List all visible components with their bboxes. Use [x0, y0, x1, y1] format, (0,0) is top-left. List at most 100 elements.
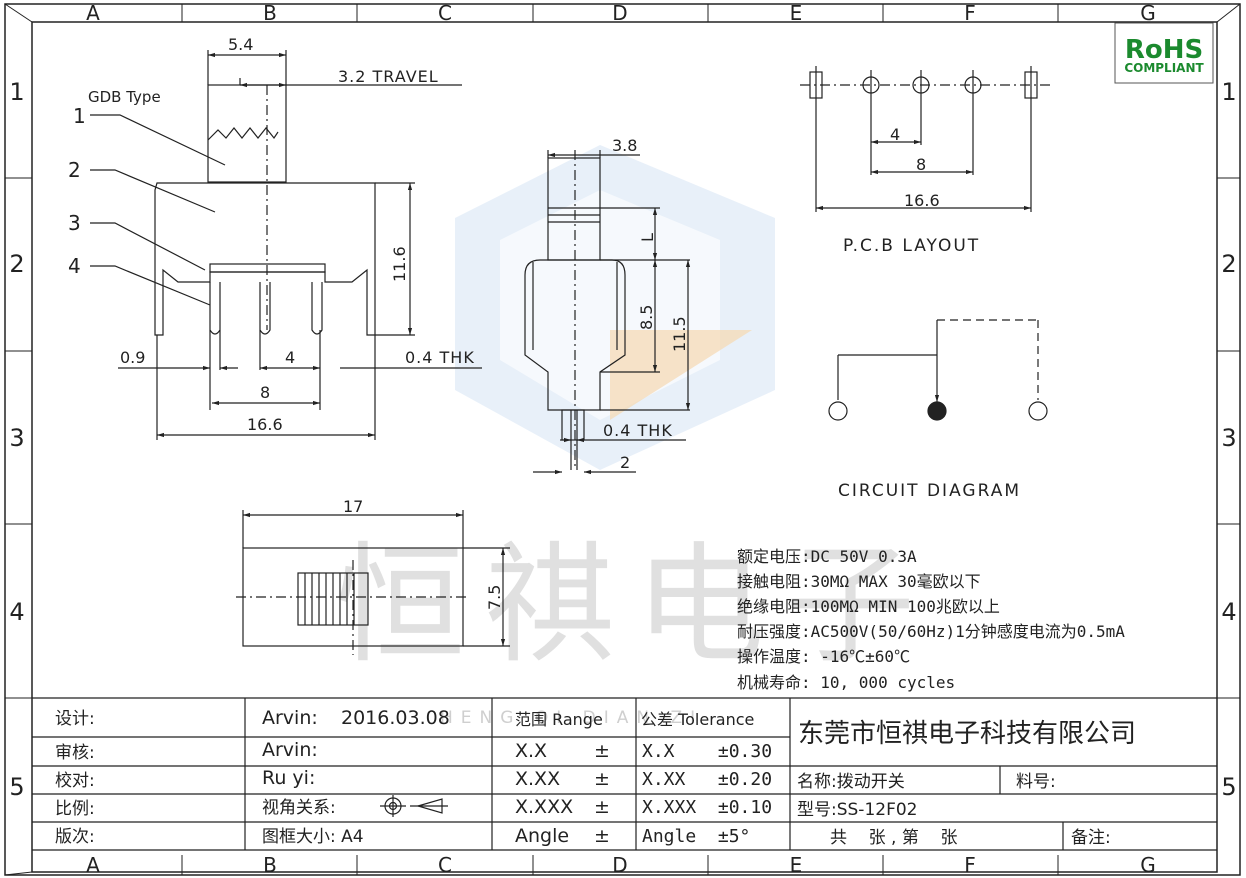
- range-value: X.XX: [515, 768, 560, 790]
- spec-line: 接触电阻:30MΩ MAX 30毫欧以下: [737, 572, 981, 591]
- title-block-grid: [32, 697, 1217, 851]
- label-check: 校对:: [55, 771, 95, 791]
- dim-pin-pitch: 4: [285, 348, 295, 367]
- dim-pin-offset: 0.9: [120, 348, 145, 367]
- range-pm: ±: [594, 768, 610, 790]
- col-label: G: [1140, 853, 1156, 877]
- spec-line: 耐压强度:AC500V(50/60Hz)1分钟感度电流为0.5mA: [737, 622, 1125, 641]
- dim-travel: 3.2 TRAVEL: [338, 67, 439, 86]
- side-view: [90, 50, 482, 440]
- col-label: F: [964, 853, 976, 877]
- watermark-chars: 恒祺电子: [335, 529, 935, 681]
- row-label: 1: [9, 78, 24, 106]
- company-name: 东莞市恒祺电子科技有限公司: [798, 719, 1136, 749]
- pcb-dim-2: 8: [916, 155, 926, 174]
- reviewer-name: Arvin:: [262, 739, 318, 761]
- remark-label: 备注:: [1071, 828, 1111, 848]
- dim-front-base: 2: [620, 453, 630, 472]
- rohs-title: RoHS: [1125, 35, 1203, 65]
- title-block: 设计: 审核: 校对: 比例: 版次: Arvin: 2016.03.08 Ar…: [55, 707, 1136, 848]
- callout-1: 1: [73, 104, 86, 128]
- dim-height: 11.6: [390, 246, 409, 282]
- label-version: 版次:: [55, 827, 95, 847]
- circuit-title: CIRCUIT DIAGRAM: [838, 481, 1021, 501]
- col-label: A: [86, 853, 100, 877]
- dim-front-h1: 8.5: [637, 305, 656, 330]
- dim-top-width: 5.4: [228, 35, 253, 54]
- pcb-labels: 4 8 16.6 P.C.B LAYOUT: [843, 125, 980, 256]
- col-label: F: [964, 1, 976, 25]
- part-number-label: 料号:: [1016, 772, 1056, 792]
- design-date: 2016.03.08: [341, 707, 450, 729]
- row-label: 3: [9, 424, 24, 452]
- top-dim-height: 7.5: [485, 585, 504, 610]
- row-label: 4: [1221, 598, 1236, 626]
- rohs-subtitle: COMPLIANT: [1124, 61, 1204, 75]
- tolerance-header: 公差 Tolerance: [641, 710, 754, 729]
- tolerance-value: X.XX ±0.20: [642, 769, 772, 790]
- range-pm: ±: [594, 740, 610, 762]
- projection-label: 视角关系:: [262, 798, 336, 818]
- col-label: E: [790, 853, 803, 877]
- type-label: GDB Type: [88, 88, 161, 106]
- range-value: Angle: [515, 825, 569, 847]
- range-pm: ±: [594, 796, 610, 818]
- top-view: [236, 510, 510, 655]
- range-value: X.X: [515, 740, 547, 762]
- range-pm: ±: [594, 825, 610, 847]
- col-label: C: [438, 1, 452, 25]
- checker-name: Ru yi:: [262, 767, 315, 789]
- top-view-labels: 17 7.5: [343, 497, 504, 610]
- tolerance-value: X.XXX ±0.10: [642, 797, 772, 818]
- dim-pin-thk: 0.4 THK: [405, 348, 475, 367]
- spec-line: 绝缘电阻:100MΩ MIN 100兆欧以上: [737, 597, 1000, 616]
- col-label: G: [1140, 1, 1156, 25]
- side-view-labels: GDB Type 1 2 3 4 5.4 3.2 TRAVEL 11.6 0.9…: [68, 35, 475, 434]
- col-label: E: [790, 1, 803, 25]
- designer-name: Arvin:: [262, 707, 318, 729]
- dim-front-l: L: [638, 233, 657, 242]
- model-number: 型号:SS-12F02: [797, 800, 918, 820]
- row-label: 2: [9, 250, 24, 278]
- label-design: 设计:: [55, 709, 95, 729]
- col-label: D: [612, 853, 627, 877]
- col-label: A: [86, 1, 100, 25]
- tolerance-value: Angle ±5°: [642, 826, 750, 847]
- row-label: 1: [1221, 78, 1236, 106]
- dim-total-width: 16.6: [247, 415, 283, 434]
- spec-line: 操作温度: -16℃±60℃: [737, 647, 910, 666]
- callout-2: 2: [68, 158, 81, 182]
- dim-outer-pitch: 8: [260, 383, 270, 402]
- row-label: 4: [9, 598, 24, 626]
- specs: 额定电压:DC 50V 0.3A 接触电阻:30MΩ MAX 30毫欧以下 绝缘…: [737, 547, 1125, 692]
- callout-4: 4: [68, 254, 81, 278]
- spec-line: 额定电压:DC 50V 0.3A: [737, 547, 917, 566]
- range-header: 范围 Range: [515, 710, 603, 729]
- dim-front-h2: 11.5: [670, 316, 689, 352]
- part-name: 名称:拨动开关: [797, 772, 905, 792]
- dim-front-top: 3.8: [612, 136, 637, 155]
- front-view-labels: 3.8 L 8.5 11.5 0.4 THK 2: [603, 136, 689, 472]
- pcb-layout: [800, 66, 1052, 212]
- pcb-title: P.C.B LAYOUT: [843, 236, 980, 256]
- front-view: [524, 150, 691, 475]
- tolerance-value: X.X ±0.30: [642, 741, 772, 762]
- row-label: 5: [1221, 773, 1236, 801]
- circuit-diagram: [828, 319, 1048, 421]
- dim-front-thk: 0.4 THK: [603, 421, 673, 440]
- top-dim-width: 17: [343, 497, 363, 516]
- pcb-dim-3: 16.6: [904, 191, 940, 210]
- col-label: D: [612, 1, 627, 25]
- spec-line: 机械寿命: 10, 000 cycles: [737, 673, 955, 692]
- row-label: 2: [1221, 250, 1236, 278]
- sheet-info: 共 张 , 第 张: [830, 828, 957, 848]
- col-label: B: [263, 853, 277, 877]
- watermark: 恒祺电子 HENG QI DIAN ZI: [335, 145, 935, 728]
- frame-size: 图框大小: A4: [262, 827, 364, 847]
- col-label: B: [263, 1, 277, 25]
- col-label: C: [438, 853, 452, 877]
- rohs-logo: RoHS COMPLIANT: [1114, 22, 1214, 84]
- label-review: 审核:: [55, 743, 95, 763]
- row-label: 5: [9, 773, 24, 801]
